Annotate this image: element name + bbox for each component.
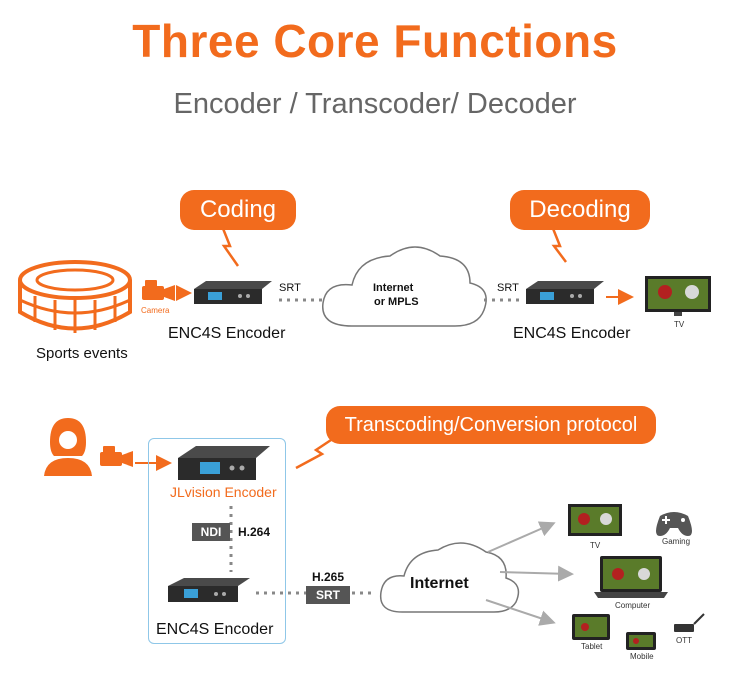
decoder-label-top: ENC4S Encoder bbox=[513, 325, 631, 342]
internet-cloud-label: Internet bbox=[410, 575, 469, 592]
arrow-to-tv bbox=[487, 521, 556, 553]
bolt-icon-decoding bbox=[550, 225, 567, 263]
camera-icon bbox=[142, 280, 175, 301]
cloud-label-line1: Internet bbox=[373, 282, 414, 294]
arrow-to-mobile bbox=[485, 599, 556, 626]
encoder-label-bottom: ENC4S Encoder bbox=[156, 621, 274, 638]
camera-icon-bottom bbox=[100, 446, 133, 467]
endpoint-gaming-label: Gaming bbox=[662, 537, 691, 546]
srt-label-left: SRT bbox=[279, 282, 301, 294]
camera-label: Camera bbox=[141, 306, 170, 315]
endpoint-computer-label: Computer bbox=[615, 601, 651, 610]
enc4s-encoder-device-bottom bbox=[168, 578, 250, 602]
transcoding-pill: Transcoding/Conversion protocol bbox=[326, 406, 656, 444]
jlvision-encoder-label: JLvision Encoder bbox=[170, 484, 277, 500]
srt-label-right: SRT bbox=[497, 282, 519, 294]
presenter-icon bbox=[44, 418, 92, 476]
srt-tag: SRT bbox=[306, 586, 350, 604]
sports-events-label: Sports events bbox=[36, 345, 128, 362]
bolt-icon-transcoding bbox=[295, 436, 335, 470]
transcoder-frame bbox=[148, 438, 286, 644]
page-subtitle: Encoder / Transcoder/ Decoder bbox=[173, 88, 577, 120]
coding-pill: Coding bbox=[180, 190, 296, 230]
endpoint-tv-label: TV bbox=[590, 541, 601, 550]
endpoint-computer-icon bbox=[594, 556, 668, 598]
h264-label: H.264 bbox=[238, 525, 271, 539]
decoding-pill: Decoding bbox=[510, 190, 650, 230]
page-title: Three Core Functions bbox=[132, 15, 618, 67]
endpoint-ott-label: OTT bbox=[676, 636, 692, 645]
endpoint-mobile-label: Mobile bbox=[630, 652, 654, 661]
endpoint-ott-icon bbox=[674, 613, 705, 632]
cloud-label-line2: or MPLS bbox=[374, 296, 419, 308]
encoder-label-top: ENC4S Encoder bbox=[168, 325, 286, 342]
endpoint-gaming-icon bbox=[656, 512, 692, 536]
cloud-top bbox=[322, 246, 487, 327]
stadium-icon bbox=[18, 260, 132, 333]
arrow-to-computer bbox=[499, 565, 574, 582]
tv-label: TV bbox=[674, 320, 685, 329]
jlvision-encoder-device bbox=[178, 446, 270, 480]
cloud-bottom bbox=[379, 542, 520, 613]
h265-label: H.265 bbox=[312, 570, 345, 584]
endpoint-tablet-icon bbox=[572, 614, 610, 640]
bolt-icon-coding bbox=[220, 225, 240, 267]
endpoint-tv-icon bbox=[568, 504, 622, 536]
endpoint-tablet-label: Tablet bbox=[581, 642, 603, 651]
ndi-tag: NDI bbox=[192, 523, 230, 541]
enc4s-decoder-device bbox=[526, 281, 604, 304]
tv-icon bbox=[645, 276, 711, 316]
endpoint-mobile-icon bbox=[626, 632, 656, 650]
enc4s-encoder-device bbox=[194, 281, 272, 304]
